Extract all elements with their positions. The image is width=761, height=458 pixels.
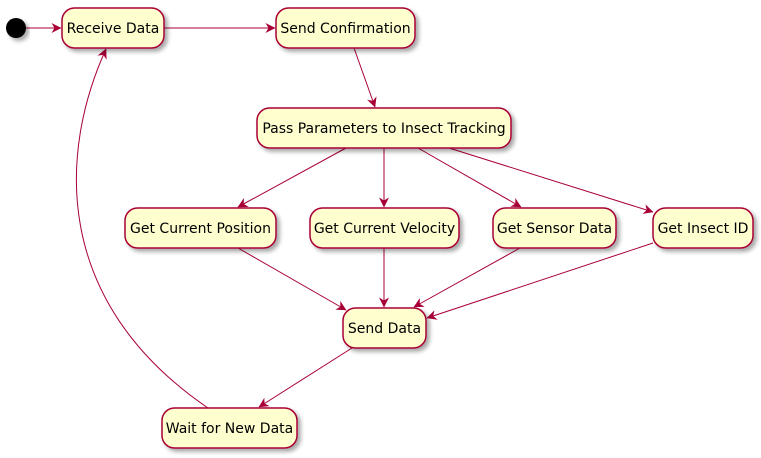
node-send-confirmation: Send Confirmation <box>275 7 416 49</box>
node-send-data: Send Data <box>342 307 427 349</box>
node-label: Pass Parameters to Insect Tracking <box>262 121 505 137</box>
edge-pass-parameters-to-get-insect-id <box>448 147 654 214</box>
node-get-insect-id: Get Insect ID <box>652 207 754 249</box>
node-label: Send Confirmation <box>280 21 410 37</box>
node-box <box>256 107 512 149</box>
edge-send-confirmation-to-pass-parameters <box>353 47 377 108</box>
node-label: Get Insect ID <box>658 221 749 237</box>
edge-pass-parameters-to-get-sensor-data <box>417 147 522 208</box>
edge-pass-parameters-to-get-current-position <box>237 147 347 208</box>
node-label: Send Data <box>348 321 421 337</box>
edge-get-insect-id-to-send-data <box>426 242 654 320</box>
node-get-sensor-data: Get Sensor Data <box>492 207 617 249</box>
node-label: Receive Data <box>67 21 160 37</box>
node-box <box>161 407 298 449</box>
node-label: Get Current Position <box>130 221 271 237</box>
node-box <box>124 207 277 249</box>
node-pass-parameters: Pass Parameters to Insect Tracking <box>256 107 512 149</box>
node-label: Get Current Velocity <box>314 221 455 237</box>
start-node-circle <box>6 18 26 38</box>
node-box <box>61 7 165 49</box>
node-box <box>492 207 617 249</box>
edge-get-current-position-to-send-data <box>237 247 347 311</box>
node-receive-data: Receive Data <box>61 7 165 49</box>
node-get-current-velocity: Get Current Velocity <box>309 207 460 249</box>
edge-wait-for-new-data-to-receive-data <box>75 48 209 409</box>
node-box <box>342 307 427 349</box>
node-label: Wait for New Data <box>166 421 293 437</box>
edge-send-data-to-wait-for-new-data <box>258 347 353 408</box>
node-get-current-position: Get Current Position <box>124 207 277 249</box>
node-box <box>652 207 754 249</box>
node-box <box>309 207 460 249</box>
node-wait-for-new-data: Wait for New Data <box>161 407 298 449</box>
node-box <box>275 7 416 49</box>
node-label: Get Sensor Data <box>497 221 612 237</box>
edges <box>26 23 654 409</box>
edge-get-sensor-data-to-send-data <box>413 247 521 308</box>
